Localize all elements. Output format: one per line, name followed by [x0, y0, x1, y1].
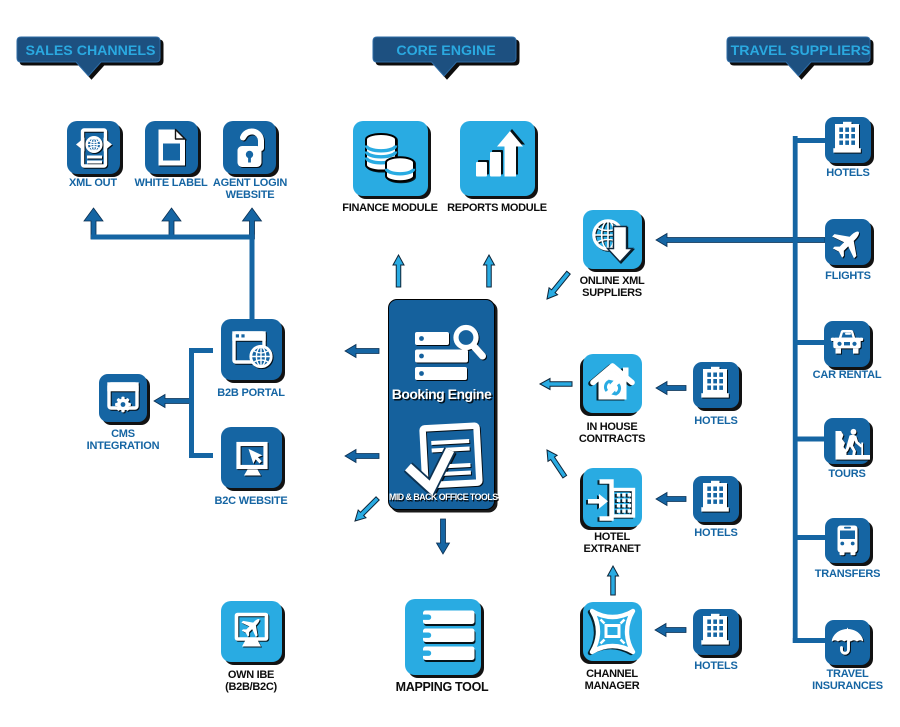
svg-text:TRAVEL SUPPLIERS: TRAVEL SUPPLIERS — [731, 43, 871, 59]
svg-text:CORE ENGINE: CORE ENGINE — [396, 43, 495, 59]
svg-text:SALES CHANNELS: SALES CHANNELS — [25, 43, 155, 59]
